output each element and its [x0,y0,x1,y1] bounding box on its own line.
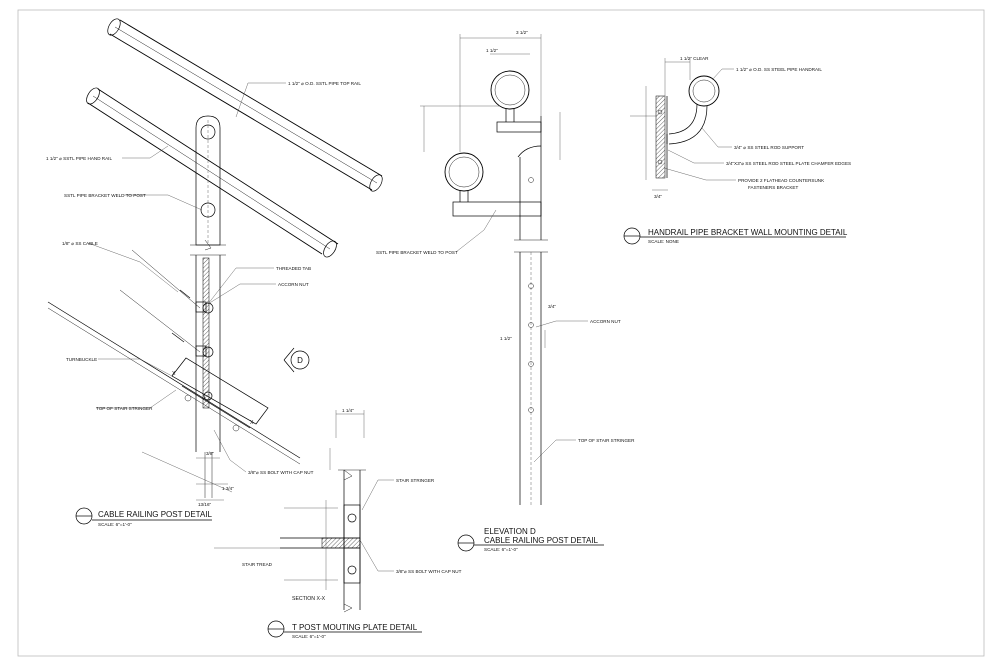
label-bracket-weld: SSTL PIPE BRACKET WELD TO POST [64,193,146,198]
label-accorn-nut: ACCORN NUT [278,282,309,287]
section-tag-label: D [297,356,303,365]
wall-bracket-scale: SCALE: NONE [648,239,679,244]
cables [119,249,207,357]
wall-bracket-leaders [663,68,736,181]
wall-bracket-rod: 3/4" ⌀ SS STEEL ROD SUPPORT [734,145,804,150]
stair-stringer [47,301,301,465]
label-hand-rail: 1 1/2" ⌀ SSTL PIPE HAND RAIL [46,156,112,161]
t-post-title: T POST MOUTING PLATE DETAIL [292,623,418,632]
elev-leaders [455,209,588,463]
cable-post-leaders [87,82,286,473]
label-bolt: 3/8"⌀ SS BOLT WITH CAP NUT [248,470,314,475]
label-dim-a: 3/8" [206,451,214,456]
elev-dim-post: 1 1/2" [500,336,512,341]
elevation-d-detail: 3 1/2" 1 1/2" SSTL PIPE BRACKET WELD TO … [376,30,635,552]
t-post-label-stringer: STAIR STRINGER [396,478,435,483]
t-post-scale: SCALE: 6"=1'-0" [292,634,326,639]
handrail-pipe [688,75,720,107]
cable-post-title-block: CABLE RAILING POST DETAIL SCALE: 6"=1'-0… [75,507,213,527]
wall-bracket-detail: 1 1/2" CLEAR 1 1/2" ⌀ O.D. SS STEEL PIPE… [623,56,851,245]
t-post-label-bolt: 3/8"⌀ SS BOLT WITH CAP NUT [396,569,462,574]
t-post-body [280,469,366,613]
t-post-leaders [359,479,394,572]
wall-bracket-dim-bottom: 3/4" [654,194,662,199]
wall-bracket-dimensions [630,58,691,191]
wall-bracket-title-block: HANDRAIL PIPE BRACKET WALL MOUNTING DETA… [623,227,848,245]
t-post-title-block: T POST MOUTING PLATE DETAIL SCALE: 6"=1'… [267,620,422,639]
elev-scale: SCALE: 6"=1'-0" [484,547,518,552]
t-post-label-tread: STAIR TREAD [242,562,273,567]
wall-bracket-title: HANDRAIL PIPE BRACKET WALL MOUNTING DETA… [648,228,848,237]
t-post-section-label: SECTION X-X [292,596,326,602]
wall-bracket-clear: 1 1/2" CLEAR [680,56,709,61]
label-dim-c: 13/16" [198,502,211,507]
elev-title-line1: ELEVATION D [484,527,536,536]
elev-dim-spacing: 3/4" [548,304,556,309]
elev-dim-top: 3 1/2" [516,30,528,35]
rod-support [666,103,708,145]
label-section-x-1: X [172,371,176,377]
wall-plate [655,95,668,179]
elev-dim-pipe: 1 1/2" [486,48,498,53]
label-threaded-tab: THREADED TAB [276,266,311,271]
elev-dimensions [420,34,561,348]
label-dim-b: 1 3/4" [222,486,234,491]
hand-rail-pipe [86,87,339,258]
elev-post [514,116,548,505]
label-top-rail: 1 1/2" ⌀ O.D. SSTL PIPE TOP RAIL [288,81,361,86]
cable-post-scale: SCALE: 6"=1'-0" [98,522,132,527]
label-section-x-2: X [250,420,254,426]
post-lower [190,254,226,498]
elev-title-block: ELEVATION D CABLE RAILING POST DETAIL SC… [457,527,604,552]
elev-label-bracket-weld: SSTL PIPE BRACKET WELD TO POST [376,250,458,255]
elev-title-line2: CABLE RAILING POST DETAIL [484,536,599,545]
sheet-border [17,9,985,657]
label-cable: 1/8" ⌀ SS CABLE [62,241,98,246]
t-post-dim-top: 1 1/4" [342,408,354,413]
t-post-detail: 1 1/4" STAIR STRINGER STAIR TREAD 3/8"⌀ … [214,408,462,639]
t-post-dimensions [214,410,365,590]
section-tag-d: D [283,347,310,373]
wall-bracket-fasteners-1: PROVIDE 2 FLATHEAD COUNTERSUNK [738,178,825,183]
wall-bracket-plate: 3/4"X3"⌀ SS STEEL ROD STEEL PLATE CHAMFE… [726,161,851,166]
post-upper [190,115,226,251]
cable-railing-post-detail: D 1 1/2" ⌀ O.D. SSTL PIPE TOP RAIL 1 1/2… [46,18,383,527]
cable-post-title: CABLE RAILING POST DETAIL [98,510,213,519]
elev-lower-handrail [444,152,542,217]
elev-label-accorn-nut: ACCORN NUT [590,319,621,324]
top-rail-pipe [107,18,383,192]
cable-post-dimensions [141,451,233,501]
wall-bracket-fasteners-2: FASTENERS BRACKET [748,185,798,190]
elev-upper-handrail [490,70,542,133]
label-stringer: TOP OF STAIR STRINGER [96,406,153,411]
wall-bracket-handrail: 1 1/2" ⌀ O.D. SS STEEL PIPE HANDRAIL [736,67,822,72]
label-turnbuckle: TURNBUCKLE [66,357,97,362]
elev-label-stringer: TOP OF STAIR STRINGER [578,438,635,443]
